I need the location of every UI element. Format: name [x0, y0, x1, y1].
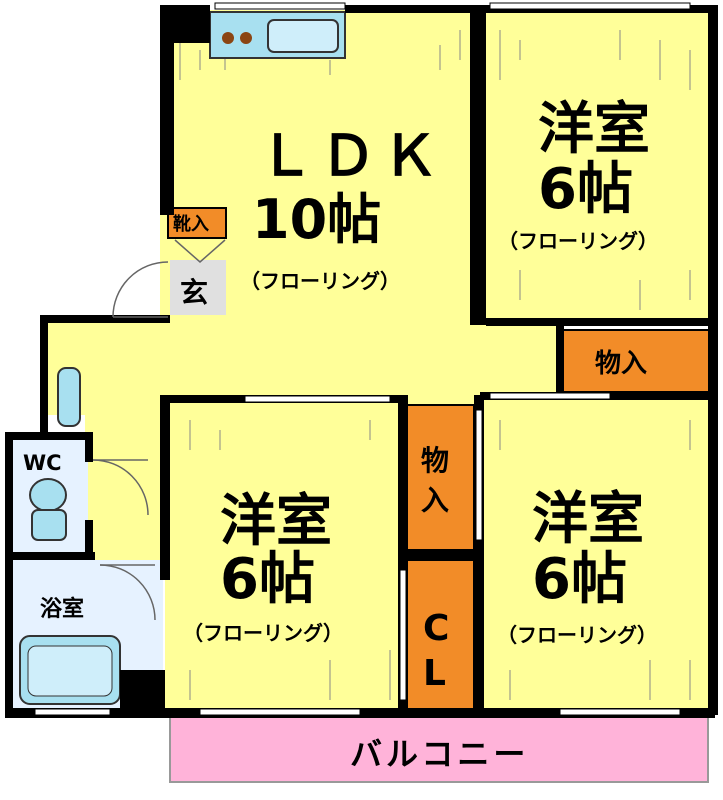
closet-middle [403, 404, 475, 551]
western-bottom-left-size: 6帖 [220, 547, 315, 612]
western-top-floor [480, 10, 710, 320]
closet-middle-label-2: 入 [421, 484, 449, 517]
western-bottom-right-floor-label: （フローリング） [497, 623, 657, 647]
kitchen-sink [267, 19, 339, 53]
western-bottom-right-floor [480, 395, 710, 715]
ldk-name: ＬＤＫ [258, 124, 444, 189]
western-bottom-left-name: 洋室 [220, 489, 332, 554]
wash-basin [57, 367, 81, 427]
ldk-floor-label: （フローリング） [240, 269, 400, 293]
stove-burner-icon [222, 32, 234, 44]
western-bottom-left-floor [165, 400, 400, 715]
western-top-size: 6帖 [538, 157, 633, 222]
closet-cl-label-2: L [423, 653, 446, 694]
closet-middle-label-1: 物 [421, 444, 449, 477]
ldk-size: 10帖 [252, 188, 381, 251]
floor-hatching [179, 30, 691, 700]
western-bottom-right-size: 6帖 [532, 547, 627, 612]
closet-cl-label-1: C [423, 608, 449, 649]
entrance-floor [170, 260, 226, 315]
closet-right-label: 物入 [595, 349, 647, 379]
closet-right [561, 329, 711, 393]
hall-lower-floor [85, 400, 165, 560]
shoe-closet-label: 靴入 [173, 213, 209, 235]
stove-burner-icon [240, 32, 252, 44]
door-swings [92, 239, 226, 621]
wc-label: WC [23, 451, 62, 475]
western-bottom-right-name: 洋室 [532, 487, 644, 552]
entrance-label: 玄 [180, 276, 208, 309]
shoe-closet [167, 207, 227, 239]
balcony-label: バルコニー [350, 735, 529, 773]
western-top-name: 洋室 [538, 97, 650, 162]
western-top-floor-label: （フローリング） [498, 229, 658, 253]
bathtub-inner [27, 645, 113, 697]
western-bottom-left-floor-label: （フローリング） [183, 621, 343, 645]
bath-label: 浴室 [40, 596, 84, 622]
toilet-icon [29, 478, 67, 541]
windows [34, 2, 691, 716]
balcony [169, 715, 709, 783]
